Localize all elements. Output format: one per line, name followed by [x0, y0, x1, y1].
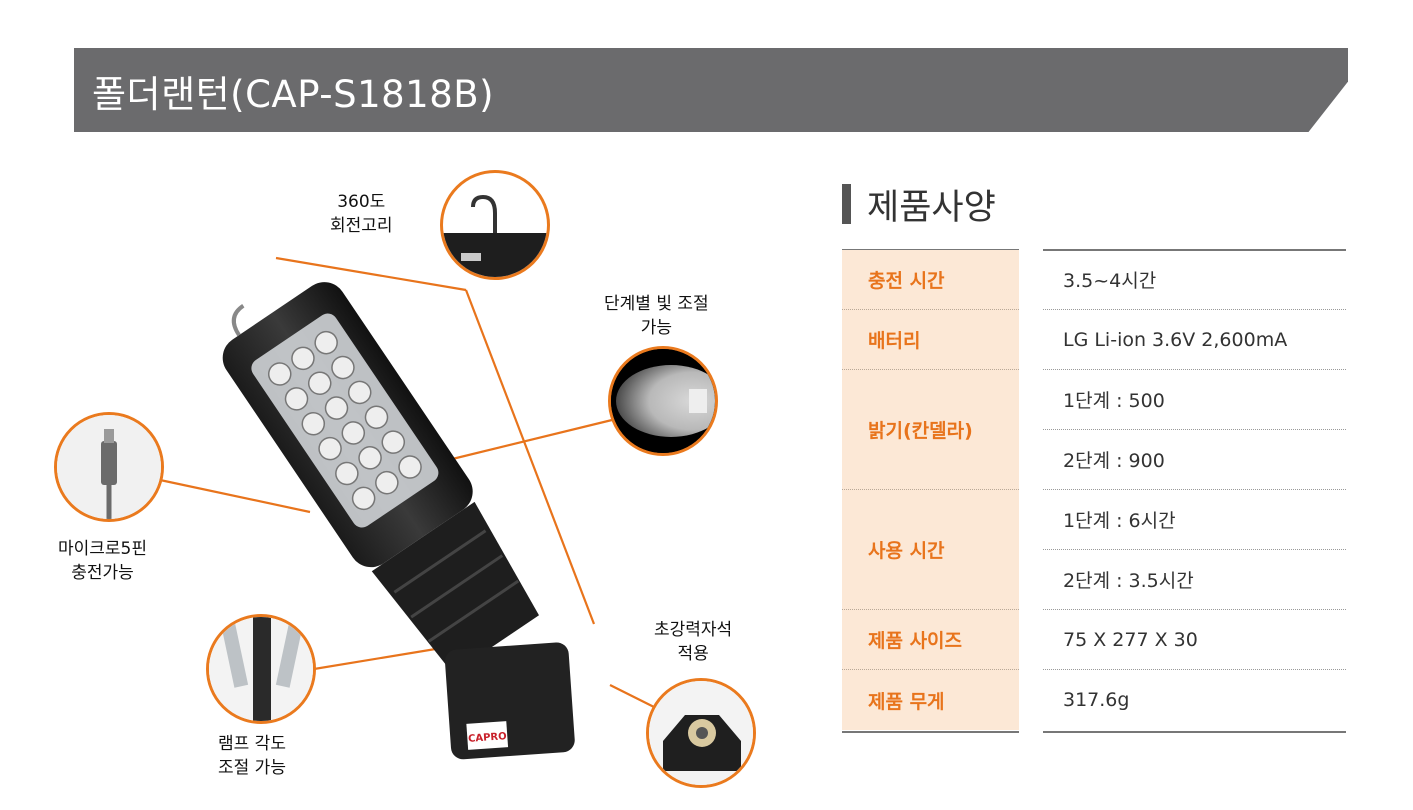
- hook-icon: [471, 194, 497, 233]
- light-detail-circle: [608, 346, 718, 456]
- led-array: [267, 330, 422, 511]
- spec-title: 제품사양: [867, 187, 996, 228]
- heading-bar: [842, 184, 851, 224]
- usb-detail-circle: [54, 412, 164, 522]
- angle-detail-circle: [206, 614, 316, 724]
- magnet-label: 초강력자석 적용: [654, 620, 733, 664]
- spec-row: 제품 무게 317.6g: [842, 670, 1346, 730]
- led-icon: [689, 389, 707, 413]
- hook-detail-circle: [440, 170, 550, 280]
- spec-row: 밝기(칸델라) 1단계 : 500 2단계 : 900: [842, 370, 1346, 490]
- spec-value: 1단계 : 500: [1043, 370, 1346, 430]
- lamp-angle-icon: [253, 617, 271, 721]
- spec-label: 제품 무게: [842, 670, 1019, 730]
- spec-table: 충전 시간 3.5~4시간 배터리 LG Li-ion 3.6V 2,600mA…: [842, 250, 1346, 730]
- product-title: 폴더랜턴(CAP-S1818B): [92, 73, 495, 116]
- usb-label: 마이크로5핀 충전가능: [58, 539, 148, 583]
- spec-value: LG Li-ion 3.6V 2,600mA: [1043, 310, 1346, 370]
- angle-label: 램프 각도 조절 가능: [218, 734, 286, 778]
- callout-lines: [159, 256, 661, 711]
- spec-value: 317.6g: [1063, 689, 1130, 711]
- spec-row: 배터리 LG Li-ion 3.6V 2,600mA: [842, 310, 1346, 370]
- spec-row: 사용 시간 1단계 : 6시간 2단계 : 3.5시간: [842, 490, 1346, 610]
- spec-row: 제품 사이즈 75 X 277 X 30: [842, 610, 1346, 670]
- spec-value: 1단계 : 6시간: [1043, 490, 1346, 550]
- hook-label: 360도 회전고리: [330, 192, 393, 236]
- spec-row: 충전 시간 3.5~4시간: [842, 250, 1346, 310]
- table-bottom-rule: [1043, 731, 1346, 733]
- magnet-detail-circle: [646, 678, 756, 788]
- spec-label: 제품 사이즈: [842, 610, 1019, 670]
- spec-value: 2단계 : 900: [1043, 430, 1346, 490]
- table-bottom-rule: [842, 731, 1019, 733]
- brightness-label: 단계별 빛 조절 가능: [604, 294, 709, 338]
- table-top-rule: [1043, 249, 1346, 251]
- spec-label: 충전 시간: [842, 250, 1019, 310]
- usb-plug-icon: [101, 441, 117, 485]
- title-banner: 폴더랜턴(CAP-S1818B): [74, 48, 1348, 132]
- spec-label: 밝기(칸델라): [842, 370, 1019, 490]
- spec-value: 75 X 277 X 30: [1043, 610, 1346, 670]
- brand-logo: CAPRO: [468, 731, 507, 745]
- lantern-body: CAPRO: [222, 282, 575, 760]
- spec-heading: 제품사양: [842, 182, 996, 228]
- spec-label: 배터리: [842, 310, 1019, 370]
- product-illustration: CAPRO: [159, 256, 661, 760]
- spec-value: 3.5~4시간: [1043, 250, 1346, 310]
- spec-label: 사용 시간: [842, 490, 1019, 610]
- spec-value: 2단계 : 3.5시간: [1043, 550, 1346, 610]
